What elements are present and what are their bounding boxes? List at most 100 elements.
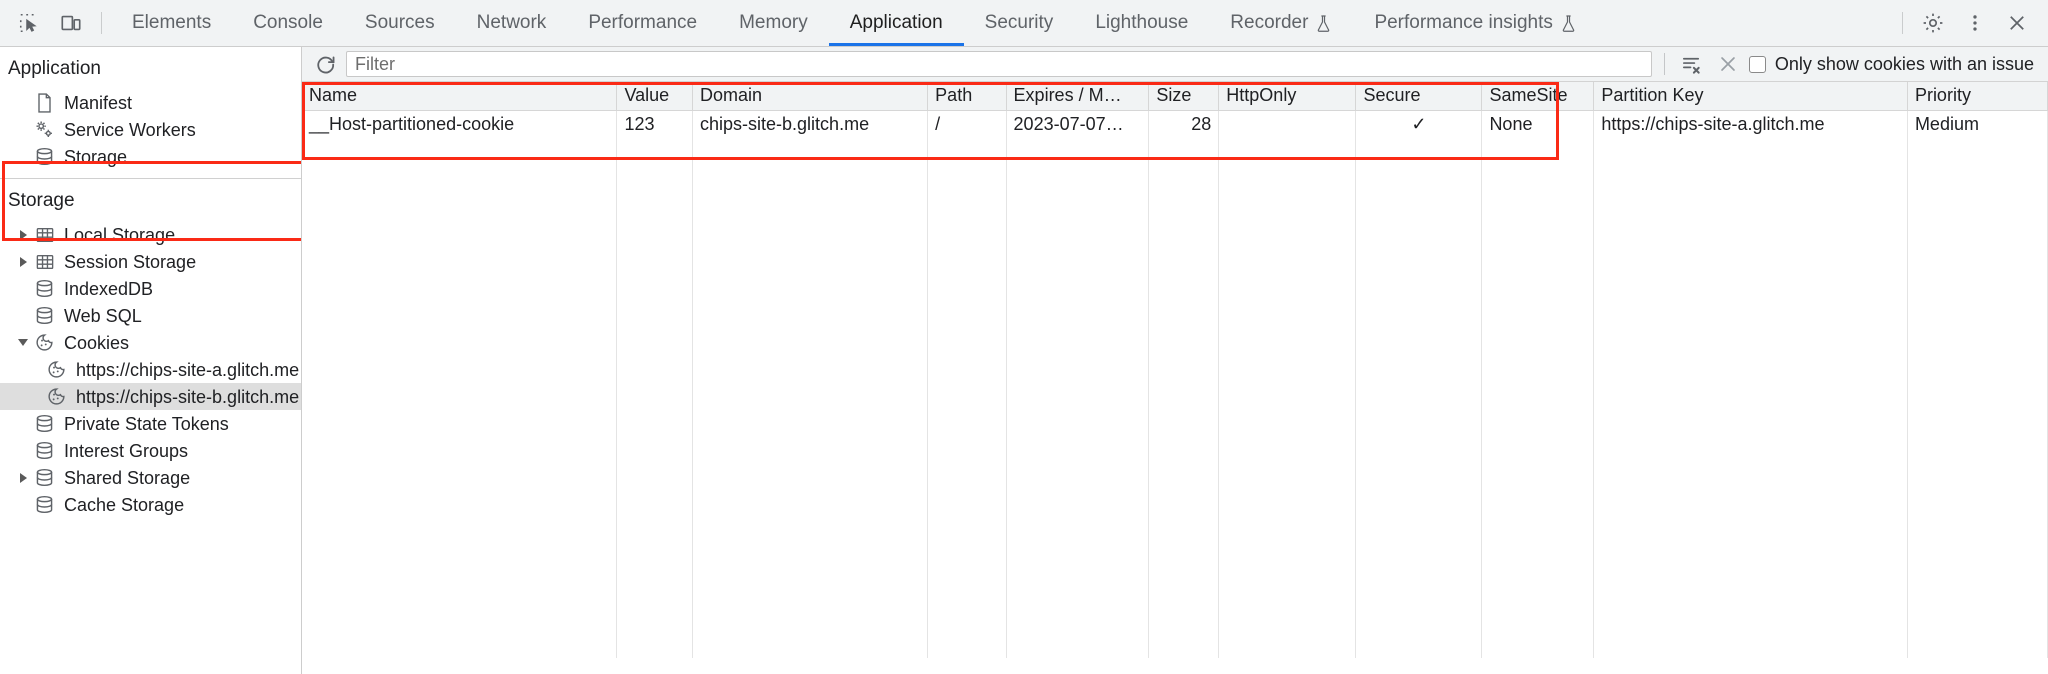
table-filler-row <box>302 138 2048 658</box>
cell-partition-key: https://chips-site-a.glitch.me <box>1593 110 1908 138</box>
tab-lighthouse[interactable]: Lighthouse <box>1074 0 1209 46</box>
sidebar-item-label: Service Workers <box>64 119 196 140</box>
tab-elements[interactable]: Elements <box>111 0 232 46</box>
chevron-right-icon[interactable] <box>14 464 32 491</box>
devtools-body: Application Manifest <box>0 47 2048 674</box>
table-row[interactable]: __Host-partitioned-cookie 123 chips-site… <box>302 110 2048 138</box>
column-header-secure[interactable]: Secure <box>1355 82 1483 111</box>
chevron-right-icon[interactable] <box>14 221 32 248</box>
tab-application[interactable]: Application <box>828 0 964 46</box>
tab-label: Console <box>253 12 323 33</box>
clear-filtered-cookies-icon[interactable] <box>1677 50 1707 78</box>
tab-console[interactable]: Console <box>232 0 344 46</box>
experiment-flask-icon <box>1560 14 1577 33</box>
column-header-size[interactable]: Size <box>1148 82 1220 111</box>
column-header-priority[interactable]: Priority <box>1907 82 2048 111</box>
sidebar-item-storage[interactable]: Storage <box>0 143 301 170</box>
database-icon <box>32 414 57 434</box>
sidebar-item-session-storage[interactable]: Session Storage <box>0 248 301 275</box>
search-input[interactable] <box>346 51 1652 77</box>
inspect-cursor-icon[interactable] <box>8 5 50 41</box>
tab-memory[interactable]: Memory <box>718 0 829 46</box>
only-show-issues-checkbox[interactable] <box>1748 55 1766 73</box>
column-header-partition-key[interactable]: Partition Key <box>1593 82 1908 111</box>
column-header-expires[interactable]: Expires / M… <box>1006 82 1150 111</box>
cookie-icon <box>32 333 57 353</box>
sidebar-item-label: Session Storage <box>64 251 197 272</box>
sidebar-item-cookie-origin-a[interactable]: https://chips-site-a.glitch.me <box>0 356 301 383</box>
close-icon[interactable] <box>1996 5 2038 41</box>
column-header-value[interactable]: Value <box>616 82 694 111</box>
sidebar-item-cache-storage[interactable]: Cache Storage <box>0 491 301 518</box>
tab-label: Performance <box>588 12 698 33</box>
sidebar-item-local-storage[interactable]: Local Storage <box>0 221 301 248</box>
gear-icon[interactable] <box>1912 5 1954 41</box>
sidebar-item-label: Cookies <box>64 332 130 353</box>
tab-label: Sources <box>364 12 435 33</box>
experiment-flask-icon <box>1315 14 1332 33</box>
sidebar-item-label: Web SQL <box>64 305 142 326</box>
toolbar-divider <box>101 12 102 34</box>
cell-secure: ✓ <box>1355 110 1483 138</box>
tab-label: Recorder <box>1230 12 1309 33</box>
panel-tabs: Elements Console Sources Network Perform… <box>111 0 1598 46</box>
sidebar-item-service-workers[interactable]: Service Workers <box>0 116 301 143</box>
cell-expires: 2023-07-07… <box>1006 110 1150 138</box>
table-grid-icon <box>32 225 57 245</box>
database-icon <box>32 468 57 488</box>
column-header-domain[interactable]: Domain <box>692 82 929 111</box>
tab-label: Application <box>849 12 943 33</box>
tab-label: Elements <box>132 12 212 33</box>
sidebar-item-interest-groups[interactable]: Interest Groups <box>0 437 301 464</box>
toolbar-right-actions <box>1893 5 2038 41</box>
cell-httponly <box>1218 110 1357 138</box>
tab-label: Security <box>984 12 1054 33</box>
cookies-filter-toolbar: Only show cookies with an issue <box>302 47 2048 82</box>
refresh-icon[interactable] <box>310 50 340 78</box>
tab-network[interactable]: Network <box>456 0 568 46</box>
sidebar-item-manifest[interactable]: Manifest <box>0 89 301 116</box>
database-icon <box>32 147 57 167</box>
devtools-main-toolbar: Elements Console Sources Network Perform… <box>0 0 2048 47</box>
clear-all-cookies-icon[interactable] <box>1713 50 1743 78</box>
database-icon <box>32 441 57 461</box>
database-icon <box>32 306 57 326</box>
service-workers-gear-icon <box>32 120 57 140</box>
tab-security[interactable]: Security <box>964 0 1075 46</box>
cookies-main-panel: Only show cookies with an issue Name Val… <box>302 47 2048 674</box>
table-header-row: Name Value Domain Path Expires / M… Size… <box>302 82 2048 111</box>
cell-value: 123 <box>616 110 694 138</box>
only-show-issues-label: Only show cookies with an issue <box>1774 53 2034 74</box>
sidebar-item-label: Storage <box>64 146 128 167</box>
column-header-name[interactable]: Name <box>302 82 618 111</box>
sidebar-item-label: Interest Groups <box>64 440 189 461</box>
sidebar-item-label: https://chips-site-b.glitch.me <box>76 386 300 407</box>
tab-performance-insights[interactable]: Performance insights <box>1353 0 1597 46</box>
storage-section: Storage Local Storage <box>0 179 301 526</box>
sidebar-item-label: Private State Tokens <box>64 413 229 434</box>
cookies-table-area[interactable]: Name Value Domain Path Expires / M… Size… <box>302 82 2048 674</box>
chevron-right-icon[interactable] <box>14 248 32 275</box>
column-header-httponly[interactable]: HttpOnly <box>1218 82 1357 111</box>
sidebar-item-indexeddb[interactable]: IndexedDB <box>0 275 301 302</box>
tab-label: Memory <box>739 12 808 33</box>
section-title-storage: Storage <box>8 190 75 211</box>
chevron-down-icon[interactable] <box>14 329 32 356</box>
device-toolbar-icon[interactable] <box>50 5 92 41</box>
sidebar-item-shared-storage[interactable]: Shared Storage <box>0 464 301 491</box>
tab-sources[interactable]: Sources <box>344 0 456 46</box>
cell-priority: Medium <box>1907 110 2048 138</box>
more-vertical-icon[interactable] <box>1954 5 1996 41</box>
manifest-document-icon <box>32 92 57 113</box>
only-show-issues-checkbox-wrap[interactable]: Only show cookies with an issue <box>1748 53 2042 75</box>
sidebar-item-web-sql[interactable]: Web SQL <box>0 302 301 329</box>
sidebar-item-cookie-origin-b[interactable]: https://chips-site-b.glitch.me <box>0 383 301 410</box>
tab-recorder[interactable]: Recorder <box>1209 0 1353 46</box>
sidebar-item-cookies[interactable]: Cookies <box>0 329 301 356</box>
sidebar-item-private-state-tokens[interactable]: Private State Tokens <box>0 410 301 437</box>
column-header-samesite[interactable]: SameSite <box>1481 82 1595 111</box>
cookies-table: Name Value Domain Path Expires / M… Size… <box>302 82 2048 658</box>
tab-performance[interactable]: Performance <box>567 0 718 46</box>
column-header-path[interactable]: Path <box>927 82 1007 111</box>
tab-label: Performance insights <box>1374 12 1553 33</box>
